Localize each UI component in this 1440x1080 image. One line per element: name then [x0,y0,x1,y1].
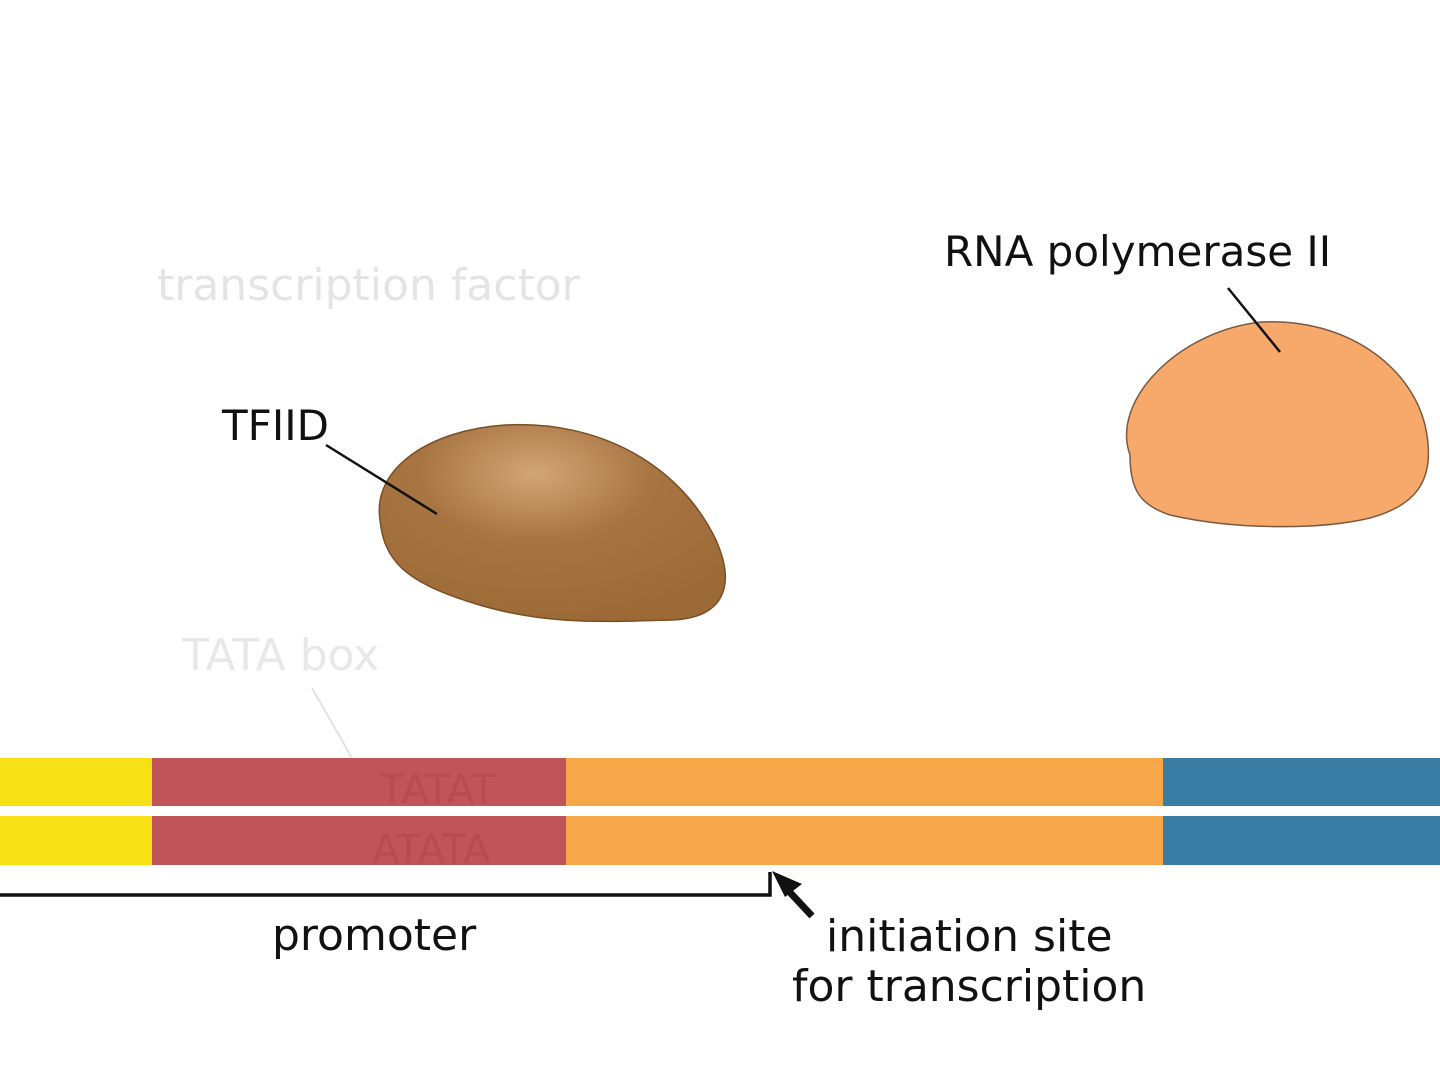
dna-top-strand [0,758,1440,806]
tfiid-label: TFIID [221,401,329,450]
tata-box-label: TATA box [181,630,379,681]
dna-top-orange-segment [566,758,1163,806]
tata-bottom-sequence: ATATA [372,827,491,873]
tata-top-sequence: TATAT [379,767,496,813]
initiation-site-arrow [772,871,815,919]
dna-bottom-strand [0,816,1440,865]
transcription-factor-label: transcription factor [157,260,581,311]
dna-bottom-tata-segment [152,816,566,865]
dna-top-yellow-segment [0,758,152,806]
dna-bottom-yellow-segment [0,816,152,865]
dna-top-blue-segment [1163,758,1440,806]
rna-polymerase-ii-protein [1125,321,1430,528]
dna-bottom-blue-segment [1163,816,1440,865]
rna-polymerase-label: RNA polymerase II [944,227,1331,276]
tfiid-protein [378,423,726,623]
tata-box-pointer [311,687,353,759]
promoter-label: promoter [272,910,477,961]
dna-top-tata-segment [152,758,566,806]
promoter-bracket [0,872,772,897]
tfiid-pointer [325,443,438,516]
rna-polymerase-pointer [1227,287,1281,353]
initiation-site-label-line2: for transcription [792,961,1146,1012]
dna-bottom-orange-segment [566,816,1163,865]
initiation-site-label-line1: initiation site [826,911,1113,962]
